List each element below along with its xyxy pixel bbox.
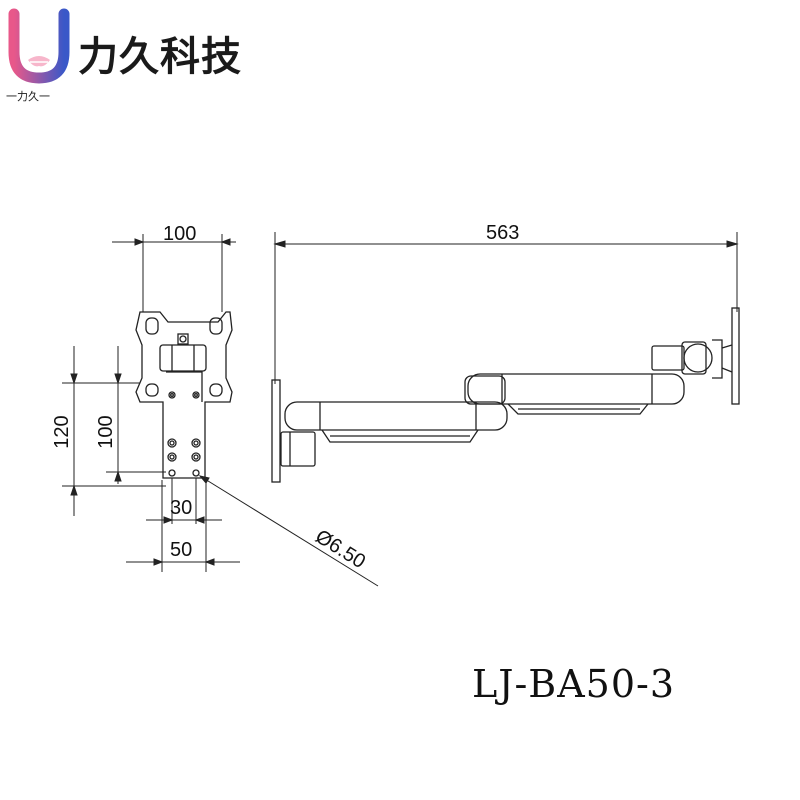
- brand-subtitle: 一力久一: [6, 90, 50, 103]
- dim-total-length: 563: [486, 222, 519, 244]
- dim-vesa-width: 100: [163, 223, 196, 245]
- dim-hole-spacing-width: 30: [170, 497, 192, 519]
- model-number: LJ-BA50-3: [472, 662, 676, 706]
- vesa-plate-view: [135, 311, 233, 479]
- dim-plate-height: 120: [51, 415, 73, 448]
- arm-side-view: [271, 307, 740, 483]
- dim-hole-spacing-height: 100: [95, 415, 117, 448]
- brand-name: 力久科技: [78, 34, 242, 80]
- dimension-lines: [62, 232, 739, 587]
- dim-column-width: 50: [170, 539, 192, 561]
- brand-logo-icon: [8, 8, 70, 84]
- dim-hole-diameter: Ø6.50: [311, 526, 369, 574]
